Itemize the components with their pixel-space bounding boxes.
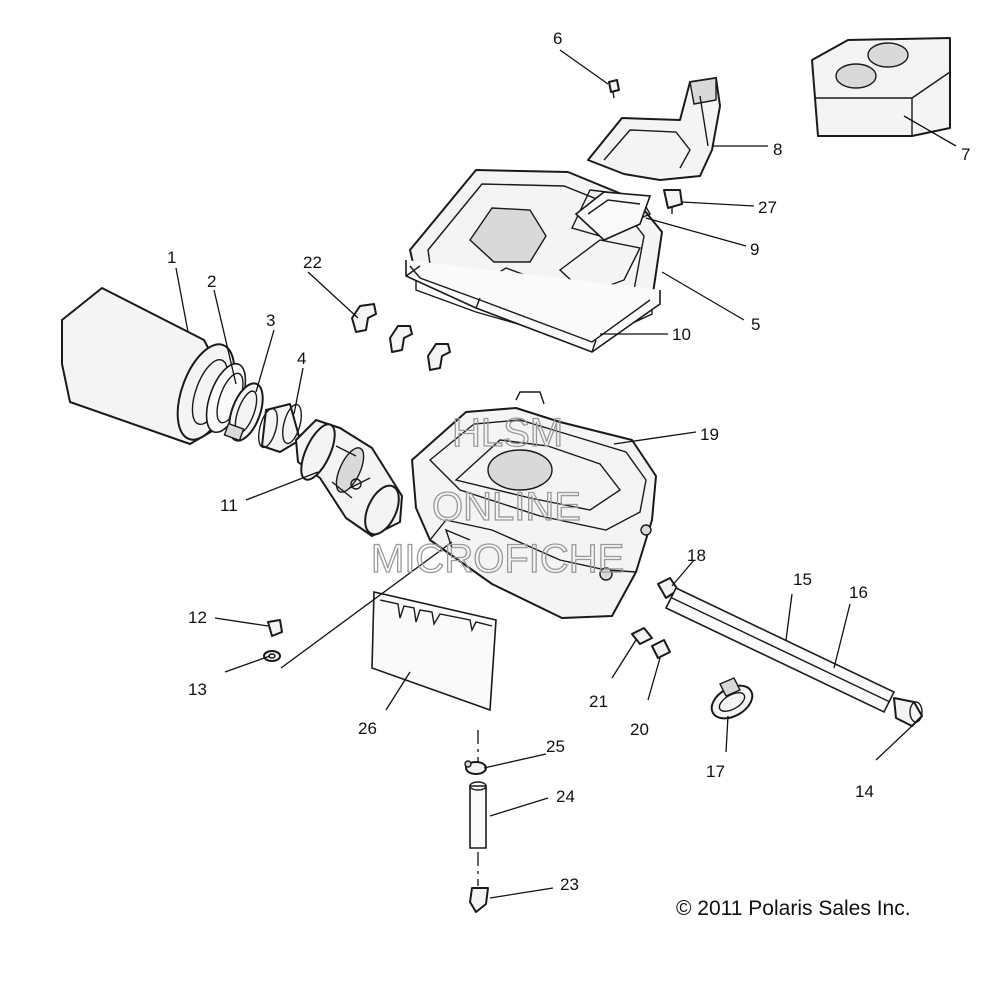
- part-19-airbox: [411, 391, 657, 619]
- part-12-bolt: [267, 619, 283, 637]
- callout-11: 11: [220, 496, 238, 515]
- callout-15: 15: [793, 570, 812, 589]
- part-16-hose: [664, 586, 896, 714]
- part-21-fitting: [631, 627, 653, 645]
- part-23-valve: [469, 887, 489, 913]
- part-6-screw: [608, 79, 620, 99]
- watermark: HLSM ONLINE MICROFICHE: [370, 410, 625, 581]
- callout-14: 14: [855, 782, 874, 801]
- callout-labels: 1 2 3 4 5 6 7 8 9 10 11 12 13 14 15 16 1…: [167, 29, 970, 894]
- callout-3: 3: [266, 311, 275, 330]
- callout-19: 19: [700, 425, 719, 444]
- callout-18: 18: [687, 546, 706, 565]
- callout-17: 17: [706, 762, 725, 781]
- part-22-clips: [351, 303, 451, 371]
- callout-8: 8: [773, 140, 782, 159]
- watermark-line-1: HLSM: [452, 411, 563, 455]
- callout-1: 1: [167, 248, 176, 267]
- callout-12: 12: [188, 608, 207, 627]
- part-4-sleeve: [257, 403, 303, 453]
- callout-27: 27: [758, 198, 777, 217]
- callout-10: 10: [672, 325, 691, 344]
- part-17-clamp: [710, 677, 754, 720]
- part-26-pad: [371, 591, 497, 712]
- callout-23: 23: [560, 875, 579, 894]
- callout-6: 6: [553, 29, 562, 48]
- callout-21: 21: [589, 692, 608, 711]
- callout-2: 2: [207, 272, 216, 291]
- callout-7: 7: [961, 145, 970, 164]
- callout-9: 9: [750, 240, 759, 259]
- part-14-fitting: [893, 697, 923, 727]
- part-20-fitting: [651, 639, 671, 659]
- part-27-clip: [663, 189, 683, 214]
- part-8-duct: [587, 77, 721, 181]
- callout-26: 26: [358, 719, 377, 738]
- watermark-line-3: MICROFICHE: [371, 537, 624, 581]
- watermark-line-2: ONLINE: [432, 485, 581, 529]
- copyright-notice: © 2011 Polaris Sales Inc.: [676, 897, 911, 920]
- callout-5: 5: [751, 315, 760, 334]
- callout-24: 24: [556, 787, 575, 806]
- callout-4: 4: [297, 349, 306, 368]
- leader-lines: [175, 49, 957, 899]
- part-25-clamp: [464, 760, 487, 775]
- callout-25: 25: [546, 737, 565, 756]
- callout-22: 22: [303, 253, 322, 272]
- part-13-washer: [263, 650, 281, 662]
- callout-16: 16: [849, 583, 868, 602]
- part-24-tube: [469, 781, 487, 849]
- part-3-clamp: [223, 382, 264, 442]
- part-11-boot: [295, 419, 403, 537]
- callout-13: 13: [188, 680, 207, 699]
- part-9-plate: [574, 191, 652, 241]
- part-10-seal: [405, 260, 661, 353]
- part-7-block: [811, 37, 951, 137]
- callout-20: 20: [630, 720, 649, 739]
